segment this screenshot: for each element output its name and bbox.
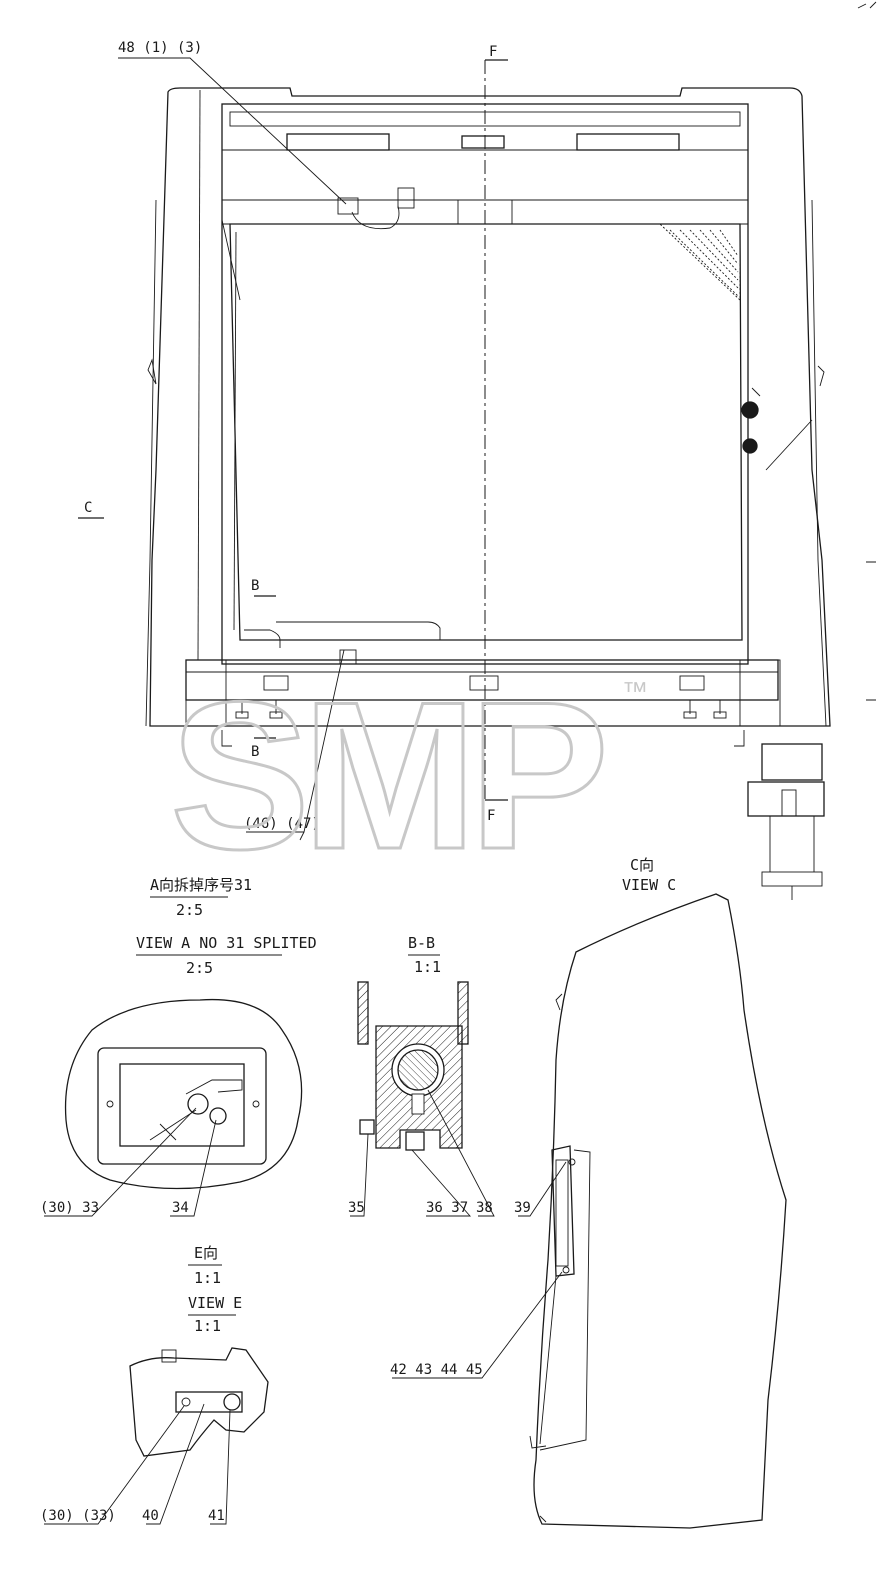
view-e-label-30-33: (30) (33) (40, 1508, 116, 1524)
view-c-title-cn: C向 (630, 856, 654, 874)
section-b-b-detail: B-B 1:1 35 36 37 38 (348, 934, 495, 1217)
watermark-logo: SMP ™ (169, 657, 649, 895)
callout-48-1-3: 48 (1) (3) (118, 40, 202, 56)
watermark-text: SMP (170, 658, 602, 893)
view-e-detail: E向 1:1 VIEW E 1:1 (30) (33) 40 41 (40, 1244, 269, 1525)
section-b-marker-bottom: B (251, 744, 259, 760)
section-f-marker-bottom: F (487, 808, 495, 824)
view-a-label-34: 34 (172, 1200, 189, 1216)
view-a-detail: A向拆掉序号31 2:5 VIEW A NO 31 SPLITED 2:5 (3… (40, 876, 317, 1217)
view-a-title-en: VIEW A NO 31 SPLITED (136, 934, 317, 952)
view-c-marker: C (84, 500, 92, 516)
view-e-scale-cn: 1:1 (194, 1269, 221, 1287)
trademark-symbol: ™ (622, 676, 648, 706)
view-a-scale-en: 2:5 (186, 959, 213, 977)
view-c-title-en: VIEW C (622, 876, 676, 894)
section-bb-label-35: 35 (348, 1200, 365, 1216)
view-a-label-30-33: (30) 33 (40, 1200, 99, 1216)
view-a-title-cn: A向拆掉序号31 (150, 876, 252, 894)
callout-46-47: (46) (47) (244, 816, 320, 832)
view-e-scale-en: 1:1 (194, 1317, 221, 1335)
view-c-detail: C向 VIEW C 39 42 43 44 45 (390, 856, 787, 1529)
section-bb-title: B-B (408, 934, 435, 952)
section-b-marker-top: B (251, 578, 259, 594)
section-bb-label-38: 38 (476, 1200, 493, 1216)
section-bb-label-36-37: 36 37 (426, 1200, 468, 1216)
view-e-label-41: 41 (208, 1508, 225, 1524)
section-bb-scale: 1:1 (414, 958, 441, 976)
view-e-title-cn: E向 (194, 1244, 218, 1262)
view-c-label-42-45: 42 43 44 45 (390, 1362, 483, 1378)
view-c-label-39: 39 (514, 1200, 531, 1216)
view-e-title-en: VIEW E (188, 1294, 242, 1312)
view-e-label-40: 40 (142, 1508, 159, 1524)
main-frame-view: 48 (1) (3) (46) (47) F F C B B (78, 40, 831, 900)
section-f-marker-top: F (489, 44, 497, 60)
view-a-scale-cn: 2:5 (176, 901, 203, 919)
